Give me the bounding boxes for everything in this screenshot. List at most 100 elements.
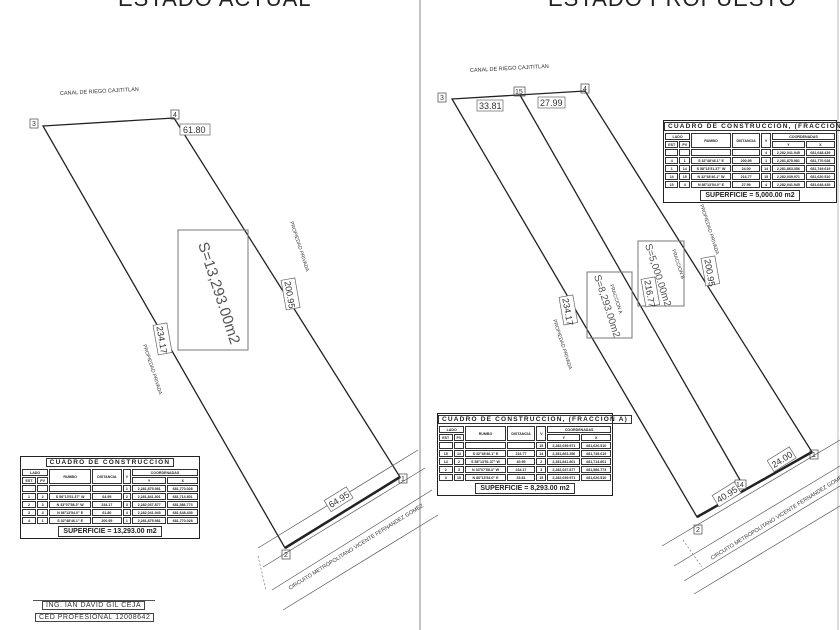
header-cell: EST <box>665 141 679 148</box>
table-cell: 15 <box>679 173 691 180</box>
header-cell: LADO <box>22 469 49 476</box>
table-cell: 2,282,039.971 <box>547 474 581 481</box>
header-cell: PV <box>679 141 691 148</box>
table-cell: 14 <box>679 165 691 172</box>
table-cell: N 86°13'54.0" E <box>691 181 731 188</box>
table-cell: 64.95 <box>92 493 122 500</box>
side-length: 33.81 <box>479 101 502 111</box>
vertex-label: 4 <box>583 86 587 93</box>
table-cell: 3 <box>37 501 49 508</box>
table-cell: S 32°48'46.1" E <box>465 450 506 457</box>
header-cell: LADO <box>439 426 465 433</box>
table-cell: 2,281,875.981 <box>131 517 167 524</box>
table-cell: S 32°48'46.1" E <box>49 517 92 524</box>
table-cell: 14 <box>761 165 771 172</box>
vertex-label: 3 <box>440 95 444 102</box>
table-cell: 2,282,037.877 <box>131 501 167 508</box>
header-cell: COORDENADAS <box>547 426 611 433</box>
table-cell: 3 <box>122 501 131 508</box>
table-cell: 681,620.510 <box>581 442 611 449</box>
table-cell <box>37 485 49 492</box>
table-cell: 1 <box>665 165 679 172</box>
table-cell: 1 <box>22 493 37 500</box>
side-length: 234.17 <box>154 325 169 354</box>
fraccion-b-label: FRACCION B <box>670 249 685 281</box>
table-cell: 14 <box>439 458 453 465</box>
table-cell: 234.17 <box>92 501 122 508</box>
table-cell: 4 <box>22 517 37 524</box>
table-cell <box>22 485 37 492</box>
table-cell: 1 <box>122 517 131 524</box>
table-cell <box>665 149 679 156</box>
side-length: 200.95 <box>702 258 717 287</box>
neighbor-label: PROPIEDAD PRIVADA <box>288 221 310 273</box>
table-cell: 2 <box>122 493 131 500</box>
table-cell: 24.00 <box>731 165 761 172</box>
header-cell: V <box>122 469 131 484</box>
table-cell: 4 <box>37 509 49 516</box>
table-cell: 2,281,841.801 <box>131 493 167 500</box>
table-cell: 14 <box>665 173 679 180</box>
side-length: 216.77 <box>642 279 657 308</box>
header-cell: EST <box>439 434 453 441</box>
table-cell: 2,282,037.877 <box>547 466 581 473</box>
header-cell: X <box>167 477 198 484</box>
header-cell: X <box>805 141 835 148</box>
table-cell: 14 <box>536 450 547 457</box>
table-cell: 4 <box>679 181 691 188</box>
table-cell: 681,620.510 <box>581 474 611 481</box>
header-cell: DISTANCIA <box>731 133 761 148</box>
area-label: S=13,293.00m2 <box>194 240 243 346</box>
vertex-label: 4 <box>173 112 177 119</box>
table-cell: 1 <box>761 157 771 164</box>
table-cell: 681,714.801 <box>167 493 198 500</box>
table-cell: 681,648.439 <box>167 509 198 516</box>
table-cell: 681,770.028 <box>167 517 198 524</box>
table-cell: 681,586.773 <box>167 501 198 508</box>
header-cell: RUMBO <box>49 469 92 484</box>
table-cell: 15 <box>453 474 465 481</box>
table-cell: N 33°07'58.3" W <box>49 501 92 508</box>
vertex-label: 2 <box>696 527 700 534</box>
table-cell: 4 <box>761 149 771 156</box>
table-cell: 2,281,863.356 <box>771 165 805 172</box>
canal-label: CANAL DE RIEGO CAJITITLAN <box>60 87 139 97</box>
header-cell: DISTANCIA <box>92 469 122 484</box>
table-cell: 2 <box>37 493 49 500</box>
table-cell: N 86°13'54.0" E <box>49 509 92 516</box>
table-cell <box>453 442 465 449</box>
side-length: 200.95 <box>282 280 297 309</box>
table-cell: 2 <box>536 458 547 465</box>
canal-label: CANAL DE RIEGO CAJITITLAN <box>470 64 549 74</box>
vertex-label: 1 <box>812 452 816 459</box>
table-surface: SUPERFICIE = 8,293.00 m2 <box>475 483 575 494</box>
table-cell: 681,620.510 <box>805 173 835 180</box>
engineer-license: CED PROFESIONAL 12008642 <box>35 613 155 622</box>
neighbor-label: PROPIEDAD PRIVADA <box>698 204 720 256</box>
side-length: 27.99 <box>540 98 563 108</box>
header-cell: V <box>761 133 771 148</box>
table-cell: 14 <box>453 450 465 457</box>
side-length: 234.17 <box>560 297 575 326</box>
table-cell: 681,648.439 <box>805 149 835 156</box>
table-cell <box>92 485 122 492</box>
table-cell: 2,282,041.945 <box>771 181 805 188</box>
table-cell: 1 <box>679 157 691 164</box>
header-cell: DISTANCIA <box>506 426 536 441</box>
table-cell: N 33°07'58.3" W <box>465 466 506 473</box>
header-cell: PV <box>37 477 49 484</box>
header-cell: Y <box>131 477 167 484</box>
table-cell: 3 <box>22 509 37 516</box>
table-cell: 1 <box>37 517 49 524</box>
table-cell <box>49 485 92 492</box>
table-cell <box>506 442 536 449</box>
road-label: CIRCUITO METROPOLITANO VICENTE FERNANDEZ… <box>288 503 425 592</box>
table-cell: 1 <box>122 485 131 492</box>
